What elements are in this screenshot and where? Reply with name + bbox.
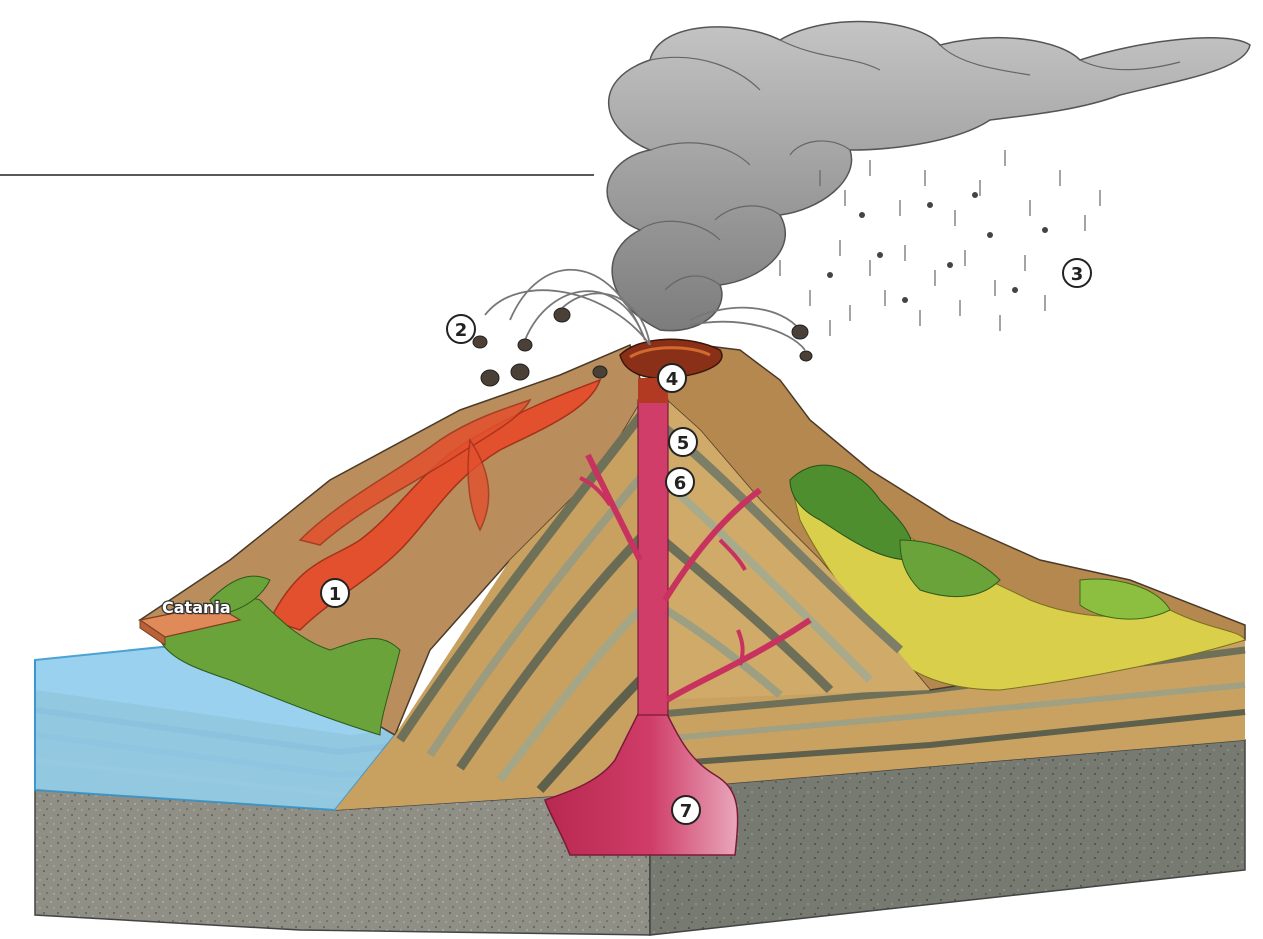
ash-particles	[827, 192, 1048, 303]
svg-text:5: 5	[677, 433, 690, 454]
marker-7: 7	[672, 796, 700, 824]
place-label-catania: Catania	[158, 596, 242, 618]
svg-text:6: 6	[674, 473, 687, 494]
main-conduit	[638, 400, 668, 715]
svg-text:1: 1	[329, 584, 342, 605]
svg-text:4: 4	[666, 369, 679, 390]
svg-text:3: 3	[1071, 264, 1084, 285]
marker-1: 1	[321, 579, 349, 607]
ash-cloud	[607, 21, 1250, 330]
marker-3: 3	[1063, 259, 1091, 287]
svg-text:7: 7	[680, 801, 693, 822]
marker-6: 6	[666, 468, 694, 496]
catania-label: Catania	[162, 598, 231, 617]
marker-4: 4	[658, 364, 686, 392]
marker-5: 5	[669, 428, 697, 456]
svg-text:2: 2	[455, 320, 468, 341]
marker-2: 2	[447, 315, 475, 343]
